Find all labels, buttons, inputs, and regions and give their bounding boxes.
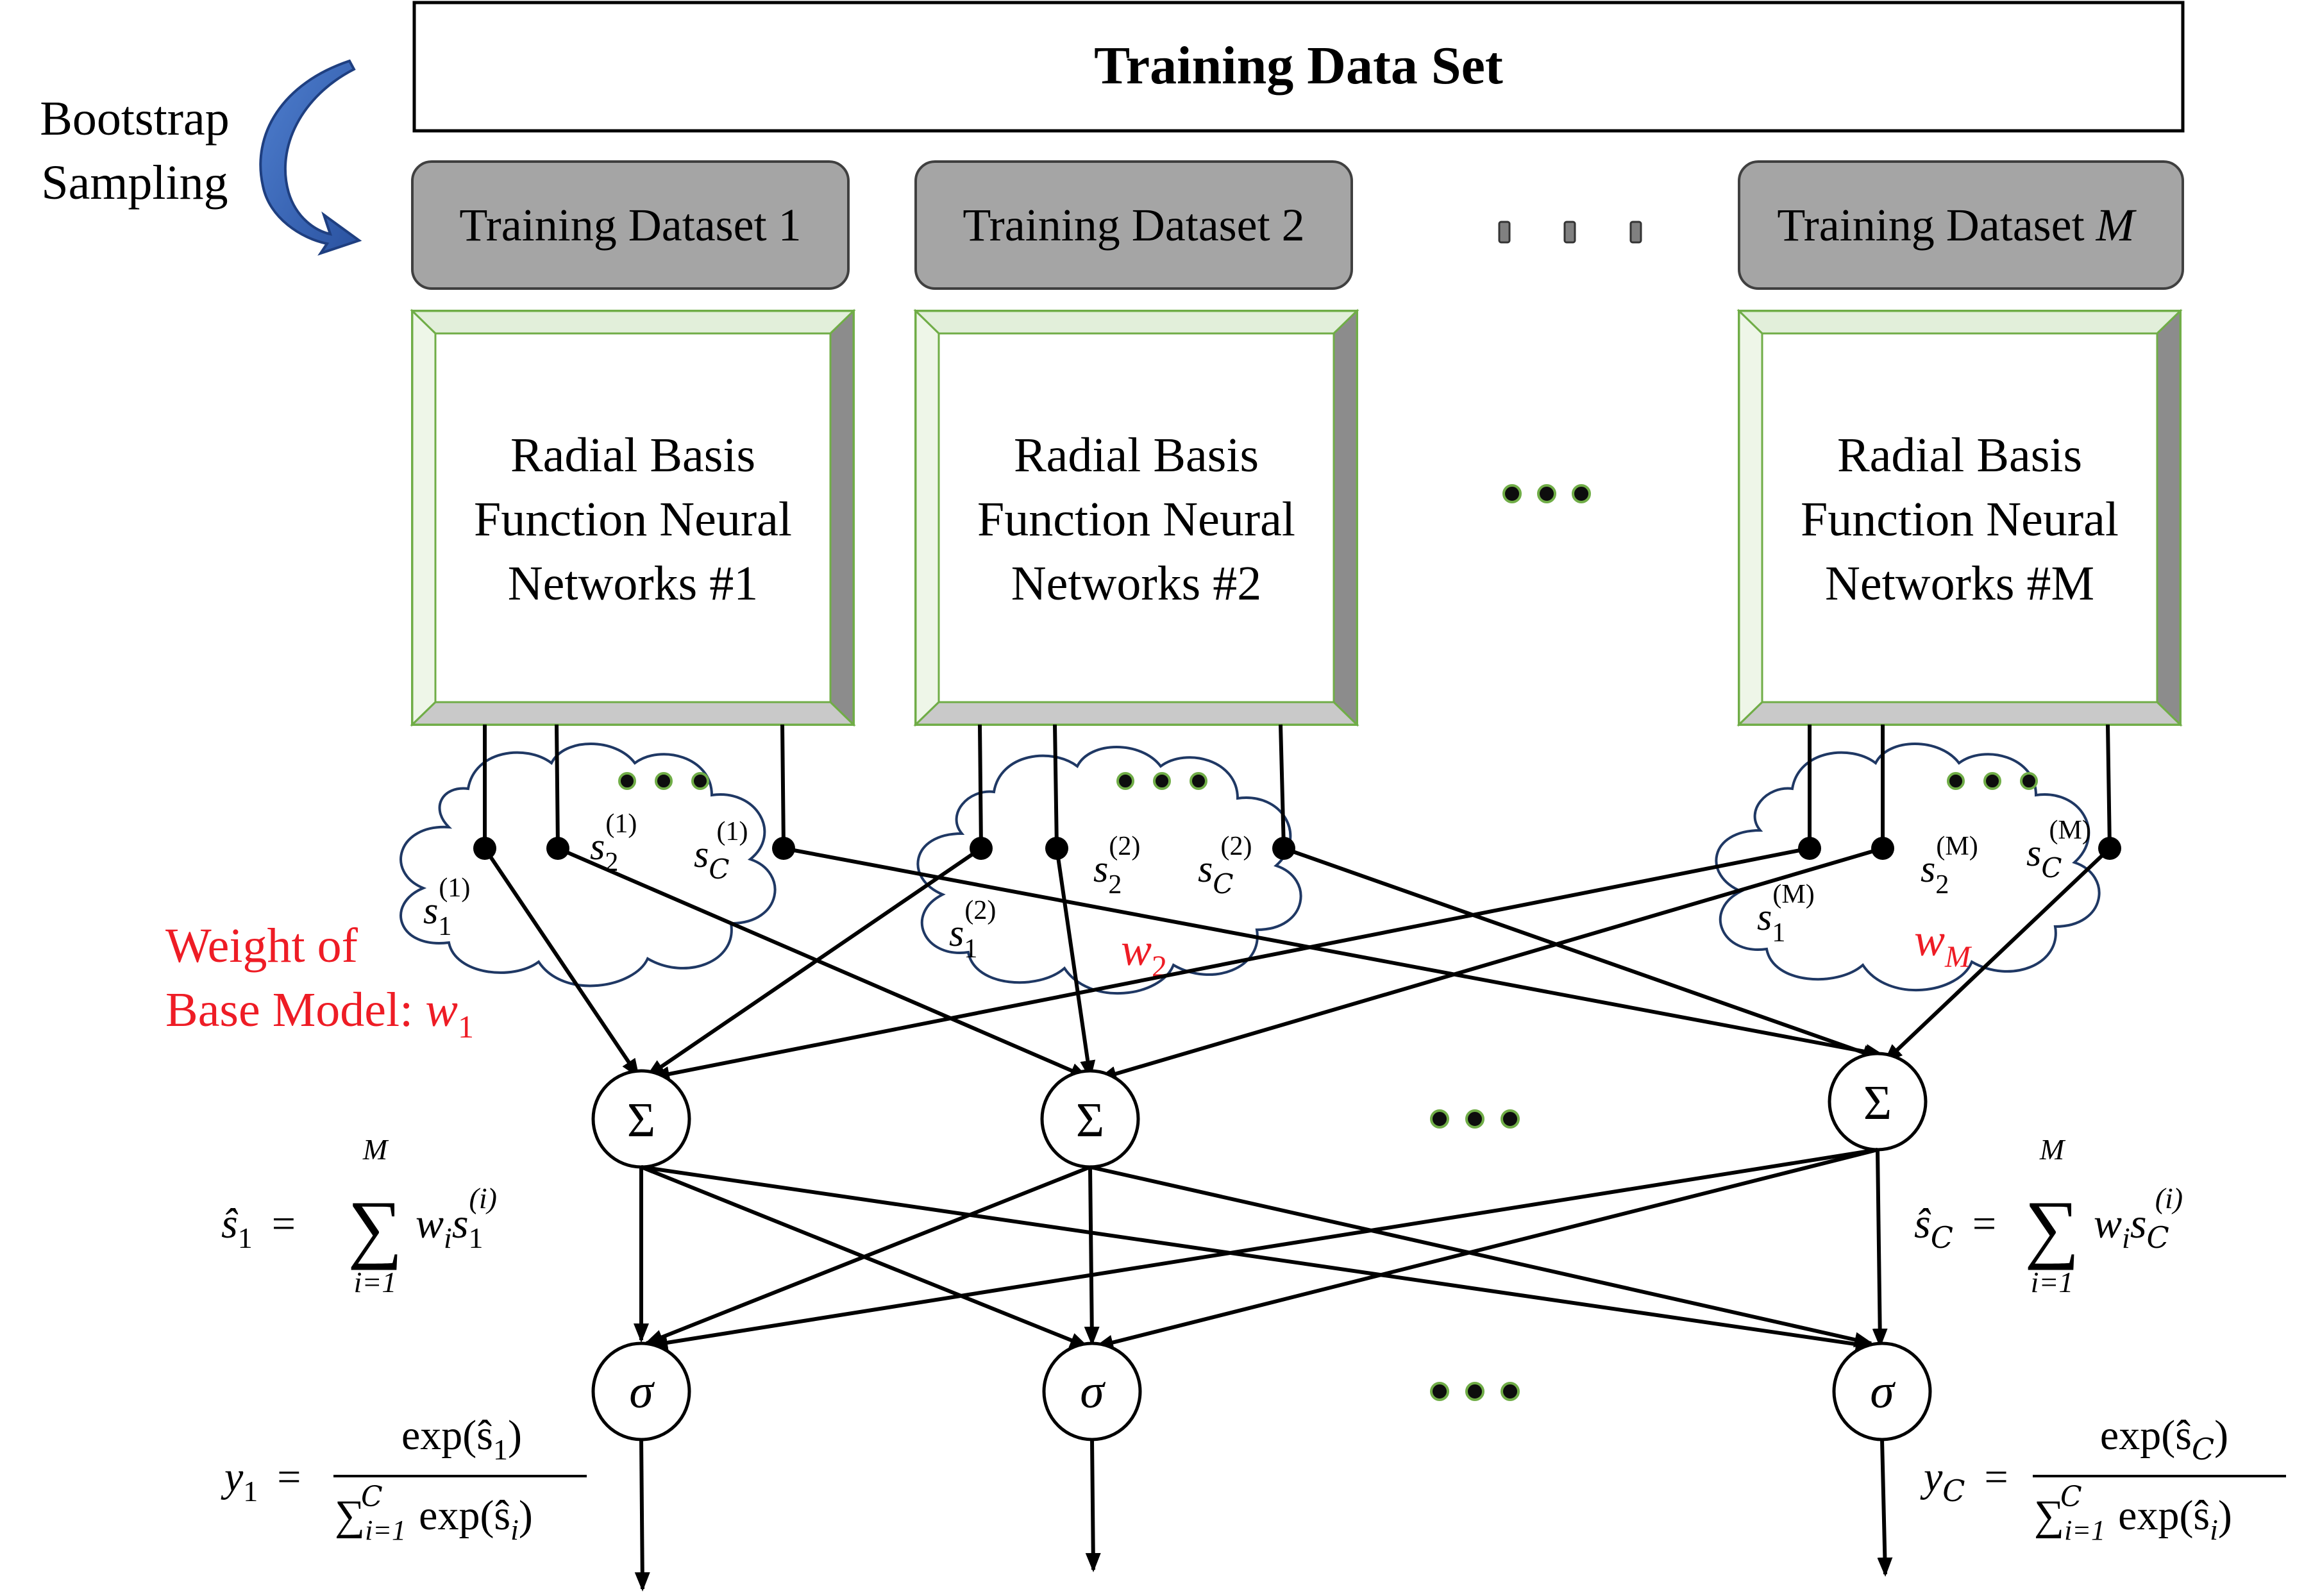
- dataset-box-m: Training Dataset M: [1738, 160, 2184, 290]
- sigma-ellipsis-dots: [1430, 1382, 1520, 1401]
- network-1-line2: Function Neural: [474, 492, 792, 546]
- sum-symbol-2: Σ: [1076, 1093, 1104, 1147]
- bootstrap-label-line1: Bootstrap: [40, 92, 230, 146]
- svg-text:i=1: i=1: [2031, 1266, 2074, 1298]
- svg-text:∑: ∑: [2024, 1185, 2080, 1270]
- formula-sc: ŝ𝐶= M ∑ i=1 wis𝐶(i): [1914, 1133, 2183, 1298]
- network-box-2: Radial Basis Function Neural Networks #2: [913, 308, 1359, 727]
- svg-text:exp(ŝ𝐶): exp(ŝ𝐶): [2100, 1412, 2228, 1466]
- sum-node-c: Σ: [1828, 1052, 1928, 1152]
- score-sc-1: s𝐶(1): [694, 817, 748, 885]
- bootstrap-curved-arrow-icon: [259, 59, 362, 256]
- svg-text:y1=: y1=: [221, 1454, 301, 1508]
- formula-y1: y1= exp(ŝ1) ∑i=1𝐶 exp(ŝi): [221, 1412, 587, 1546]
- cloud-ellipsis-dots: [618, 772, 2038, 790]
- training-data-set-label: Training Data Set: [1094, 36, 1503, 96]
- weight-labels: Weight of Base Model: w1 w2 wM: [165, 914, 1972, 1045]
- cloud-2: [916, 746, 1302, 995]
- network-box-m: Radial Basis Function Neural Networks #M: [1736, 308, 2183, 727]
- svg-text:exp(ŝ1): exp(ŝ1): [401, 1412, 522, 1466]
- score-sc-m: s𝐶(M): [2026, 816, 2091, 884]
- svg-text:M: M: [2039, 1133, 2066, 1166]
- sum-symbol-1: Σ: [627, 1093, 655, 1147]
- score-s1-2: s1(2): [949, 896, 996, 964]
- sigma-node-2: σ: [1042, 1341, 1142, 1441]
- sum-ellipsis-dots: [1430, 1109, 1520, 1129]
- network-ellipsis-dots: [1502, 484, 1591, 503]
- sigma-symbol-c: σ: [1870, 1365, 1896, 1418]
- network-2-line3: Networks #2: [1011, 557, 1262, 610]
- dataset-label-2: Training Dataset 2: [963, 199, 1304, 251]
- network-1-line1: Radial Basis: [510, 428, 755, 482]
- score-s1-m: s1(M): [1757, 880, 1815, 948]
- bootstrap-label-line2: Sampling: [41, 156, 228, 210]
- score-to-sum-arrows: [483, 846, 2112, 1082]
- sum-node-2: Σ: [1040, 1069, 1140, 1169]
- cloud-1: [399, 743, 777, 987]
- cloud-m: [1715, 743, 2101, 992]
- sum-symbol-c: Σ: [1863, 1076, 1892, 1130]
- network-m-line3: Networks #M: [1825, 557, 2094, 610]
- svg-text:wis1(i): wis1(i): [416, 1182, 497, 1254]
- sigma-node-c: σ: [1832, 1341, 1932, 1441]
- svg-text:∑: ∑: [348, 1185, 403, 1270]
- score-s2-2: s2(2): [1093, 832, 1140, 900]
- svg-text:ŝ1=: ŝ1=: [221, 1200, 296, 1254]
- svg-text:M: M: [362, 1133, 389, 1166]
- dataset-label-m: Training Dataset M: [1777, 199, 2137, 251]
- svg-text:i=1: i=1: [354, 1266, 397, 1298]
- sigma-symbol-2: σ: [1080, 1365, 1106, 1418]
- weight-w1-line2: Base Model: w1: [165, 983, 474, 1045]
- dataset-ellipsis: [1498, 221, 1642, 244]
- dataset-box-2: Training Dataset 2: [914, 160, 1353, 290]
- svg-text:∑i=1𝐶 exp(ŝi): ∑i=1𝐶 exp(ŝi): [335, 1481, 533, 1546]
- formula-yc: y𝐶= exp(ŝ𝐶) ∑i=1𝐶 exp(ŝi): [1920, 1412, 2286, 1546]
- output-arrows: [634, 1439, 1893, 1592]
- bootstrap-sampling: Bootstrap Sampling: [40, 59, 362, 256]
- network-2-line2: Function Neural: [977, 492, 1295, 546]
- formula-s1: ŝ1= M ∑ i=1 wis1(i): [221, 1133, 497, 1298]
- svg-text:wis𝐶(i): wis𝐶(i): [2094, 1182, 2183, 1254]
- sum-to-sigma-arrows: [634, 1148, 1888, 1352]
- weight-w1-line1: Weight of: [165, 919, 358, 973]
- network-1-line3: Networks #1: [508, 557, 759, 610]
- dataset-label-1: Training Dataset 1: [459, 199, 801, 251]
- dataset-box-1: Training Dataset 1: [411, 160, 850, 290]
- network-2-line1: Radial Basis: [1014, 428, 1259, 482]
- svg-text:y𝐶=: y𝐶=: [1920, 1454, 2008, 1508]
- svg-text:ŝ𝐶=: ŝ𝐶=: [1914, 1200, 1996, 1254]
- weight-wm: wM: [1914, 914, 1972, 974]
- score-s2-m: s2(M): [1921, 832, 1978, 900]
- svg-text:∑i=1𝐶 exp(ŝi): ∑i=1𝐶 exp(ŝi): [2034, 1481, 2232, 1546]
- training-data-set-box: Training Data Set: [412, 1, 2185, 133]
- score-s1-1: s1(1): [423, 873, 470, 941]
- sum-node-1: Σ: [591, 1069, 691, 1169]
- network-box-1: Radial Basis Function Neural Networks #1: [410, 308, 856, 727]
- network-output-lines: [483, 724, 2112, 849]
- network-m-line1: Radial Basis: [1837, 428, 2082, 482]
- score-sc-2: s𝐶(2): [1198, 832, 1252, 900]
- sigma-node-1: σ: [591, 1341, 691, 1441]
- sigma-symbol-1: σ: [629, 1365, 655, 1418]
- score-labels: s1(1) s2(1) s𝐶(1) s1(2) s2(2) s𝐶(2) s1(M…: [423, 809, 2091, 964]
- network-m-line2: Function Neural: [1801, 492, 2119, 546]
